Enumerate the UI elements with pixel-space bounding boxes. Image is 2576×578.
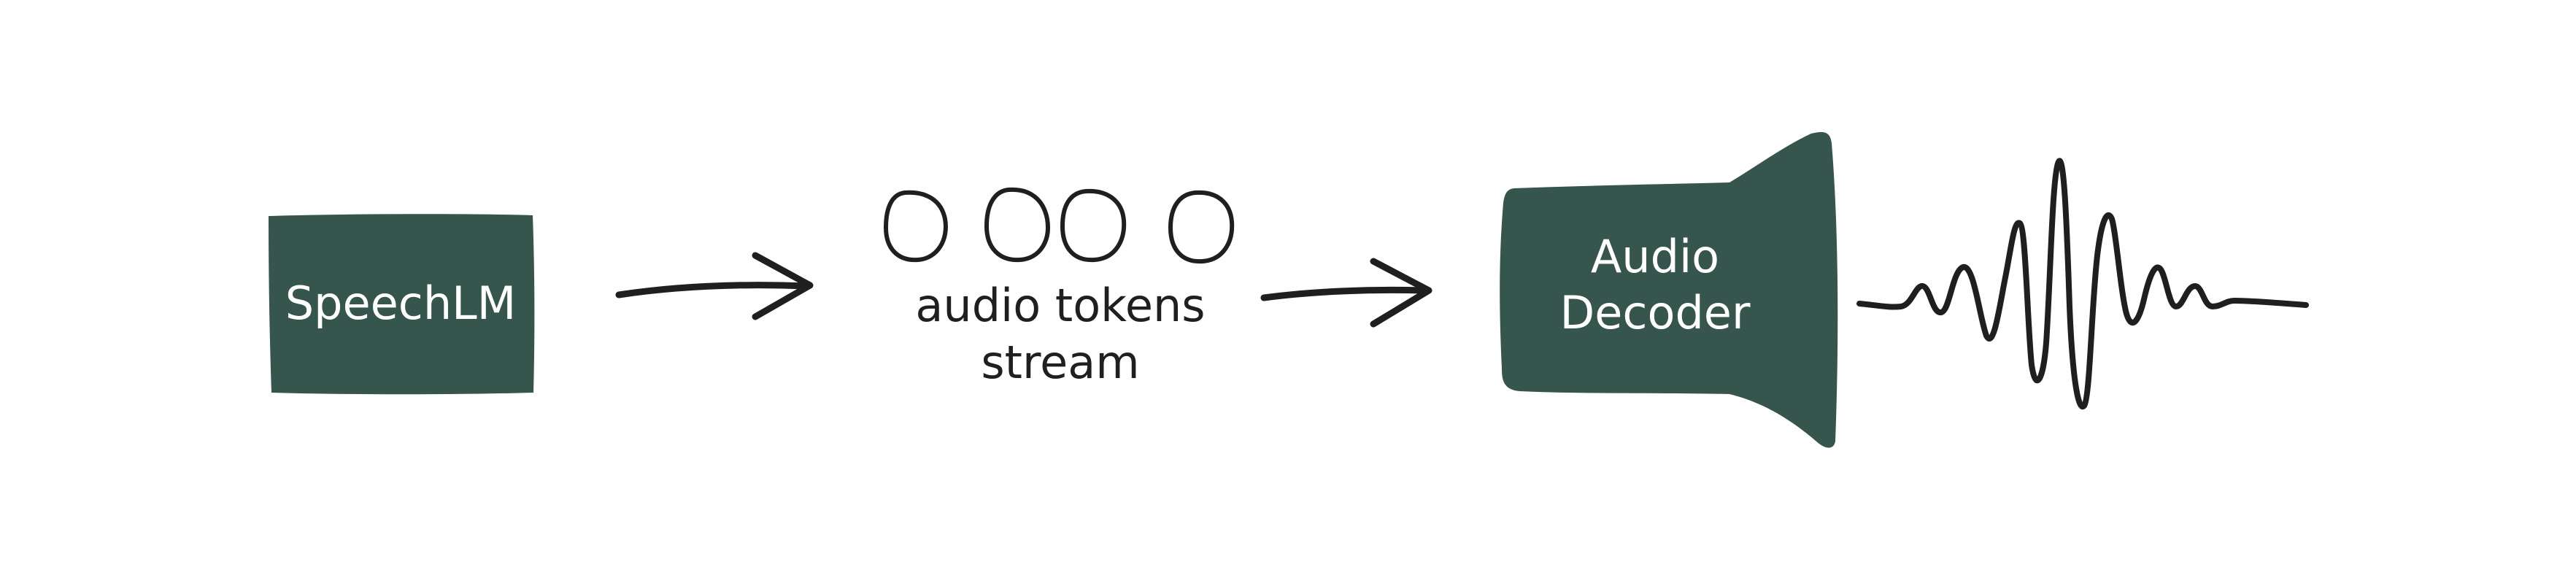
circle-token-icon [984,187,1050,263]
speechlm-block: SpeechLM [269,214,535,395]
decoder-label-line1: Audio [1591,230,1719,283]
speechlm-label: SpeechLM [285,277,516,330]
circle-token-icon [1060,188,1127,263]
speechlm-box [269,214,535,395]
tokens-label-line1: audio tokens [915,279,1205,332]
audio-decoder-block: Audio Decoder [1500,131,1838,448]
circle-token-icon [1168,190,1235,264]
right-arrow-icon [1260,258,1432,328]
tokens-label-line2: stream [981,336,1139,389]
circle-token-icon [884,190,948,263]
decoder-label-line2: Decoder [1560,286,1751,339]
audio-waveform-icon [1856,158,2309,410]
right-arrow-icon [615,252,814,320]
audio-decoder-shape [1500,131,1838,448]
